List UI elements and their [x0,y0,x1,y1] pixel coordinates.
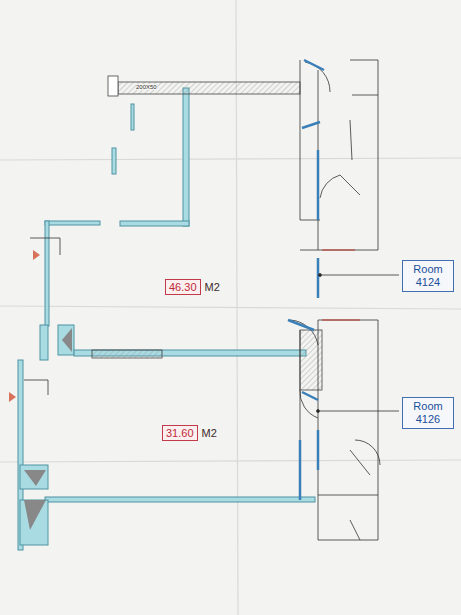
door-leaf [288,60,324,500]
room-tag: Room 4126 [402,397,454,429]
column-wedge [24,328,72,530]
dimension-label: 200X50 [136,84,157,90]
room-tag: Room 4124 [402,260,454,292]
room-number: Room 4126 [406,400,450,426]
door-stop [322,250,360,320]
area-tag: 46.30 M2 [165,279,220,295]
wall [18,88,315,550]
area-tag: 31.60 M2 [162,425,217,441]
leader-line [317,274,400,413]
room-number: Room 4124 [406,263,450,289]
area-unit: M2 [202,427,217,439]
area-value: 46.30 [165,279,201,295]
area-unit: M2 [205,281,220,293]
door [24,60,380,540]
hatched-wall [92,76,322,390]
entry-arrow [9,250,40,402]
area-value: 31.60 [162,425,198,441]
